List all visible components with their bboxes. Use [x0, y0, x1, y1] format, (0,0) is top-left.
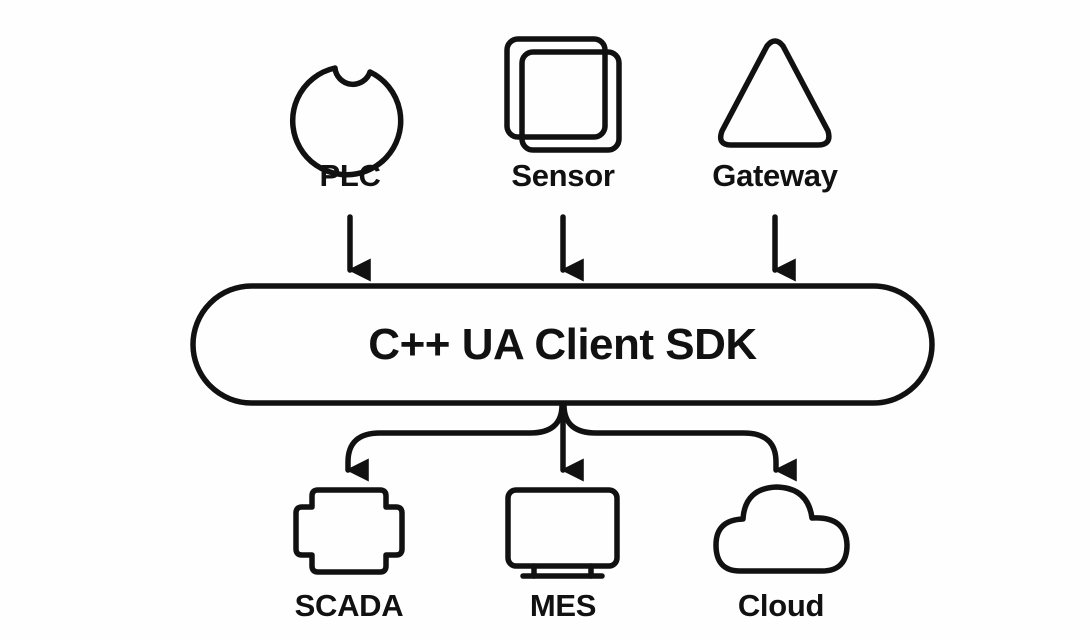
node-label-sensor: Sensor	[511, 158, 615, 193]
node-label-scada: SCADA	[294, 588, 404, 623]
node-label-mes: MES	[529, 588, 597, 623]
scada-icon	[293, 487, 405, 575]
plc-icon	[289, 65, 404, 178]
sensor-icon-back	[504, 36, 608, 140]
edge-sdk-to-cloud	[561, 402, 797, 482]
node-label-gateway: Gateway	[712, 158, 838, 193]
gateway-icon	[717, 38, 832, 148]
edge-sdk-to-scada	[345, 402, 565, 482]
mes-icon-screen	[505, 487, 620, 569]
sdk-node-label: C++ UA Client SDK	[368, 319, 757, 369]
node-label-plc: PLC	[319, 158, 381, 193]
node-label-cloud: Cloud	[737, 588, 825, 623]
cloud-icon	[713, 484, 850, 574]
sensor-icon-front	[519, 49, 622, 153]
